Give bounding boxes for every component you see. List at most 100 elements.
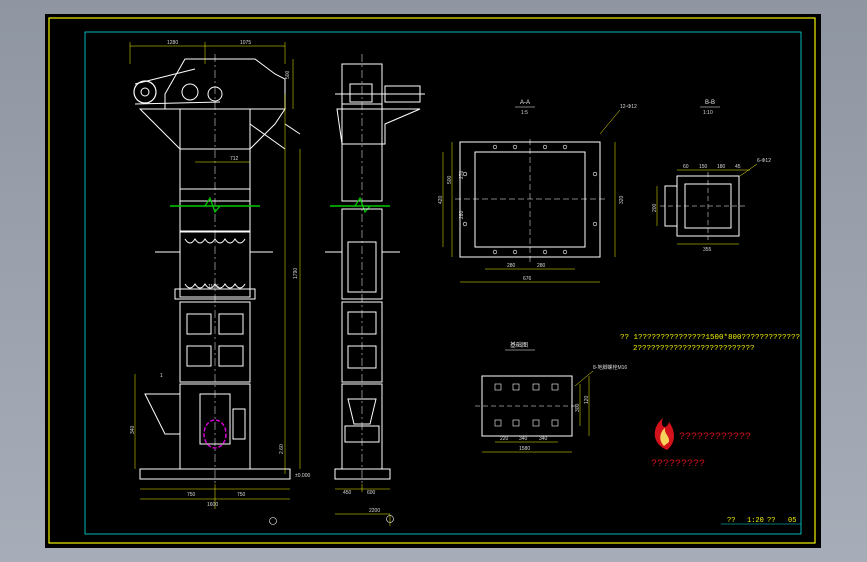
foundation-d3: 340	[539, 436, 548, 442]
dim-mid-width: 1196	[208, 284, 219, 290]
dim-top-right: 1075	[240, 40, 251, 46]
section-a-d7: 280	[537, 263, 546, 269]
section-a-d1: 420	[438, 195, 444, 204]
foundation-plan: 基础图 8-地脚螺栓M16 220 340 340 1580 300 120	[475, 341, 627, 453]
casing-lower	[179, 301, 251, 383]
section-b: B-B 1:10 6-Φ12 60 150 180 45 200 355	[652, 100, 771, 253]
section-a-note: 12-Φ12	[620, 104, 637, 110]
side-motor	[384, 85, 421, 103]
side-dim-left: 450	[343, 490, 352, 496]
side-dim-total: 2200	[369, 508, 380, 514]
side-panel-2	[347, 345, 377, 369]
boot-window	[199, 393, 231, 445]
foundation-anchors	[494, 383, 559, 427]
section-a-title: A-A	[520, 100, 530, 106]
section-b-title: B-B	[705, 100, 715, 106]
section-b-d4: 45	[735, 164, 741, 170]
side-break-symbol	[354, 196, 371, 214]
casing-middle	[179, 231, 251, 298]
dim-side-mid: 2.60	[279, 444, 285, 454]
foundation-d2: 340	[519, 436, 528, 442]
panel-2	[218, 313, 244, 335]
title-block-c: ??	[767, 517, 775, 525]
boot-door	[232, 408, 246, 440]
brand-logo: ???????????? ?????????	[651, 418, 751, 470]
drive-link-2	[134, 101, 221, 105]
title-block-a: ??	[727, 517, 735, 525]
foundation-note: 8-地脚螺栓M16	[593, 364, 627, 371]
side-elevation: 450 600 2200	[325, 54, 425, 526]
discharge-chute-2	[284, 123, 301, 135]
dim-height-total: 1790	[293, 268, 299, 279]
section-b-scale: 1:10	[703, 110, 713, 116]
bucket-row-bottom	[184, 283, 246, 289]
dim-bottom-left: 750	[187, 492, 196, 498]
inner-frame	[84, 31, 802, 535]
side-bucket-frame	[347, 241, 377, 293]
panel-3	[186, 345, 212, 367]
section-a-d4: 280	[459, 210, 465, 219]
title-block-d: 05	[788, 517, 796, 525]
section-a-d5: 320	[619, 195, 625, 204]
section-a-d6: 280	[507, 263, 516, 269]
middle-flange	[174, 288, 256, 300]
boot-pulley-highlight	[203, 419, 227, 449]
dim-right-short: 500	[285, 70, 291, 79]
break-symbol	[204, 196, 221, 214]
section-a-dimensions	[442, 142, 616, 283]
side-casing-middle	[341, 208, 383, 300]
section-b-note: 6-Φ12	[757, 158, 771, 164]
section-b-d3: 180	[717, 164, 726, 170]
section-a: A-A 1:5 12-Φ12 420 500 270 280 320 280 2…	[438, 100, 637, 283]
section-b-dimensions	[656, 169, 750, 245]
drive-pulley	[133, 80, 157, 104]
side-dimensions	[335, 484, 391, 526]
technical-notes: ?? 1???????????????1500*800?????????????…	[620, 334, 800, 353]
dim-inner-width: 712	[230, 156, 239, 162]
foundation-dimensions	[482, 376, 590, 453]
panel-1	[186, 313, 212, 335]
head-hopper	[138, 108, 286, 150]
section-a-bolts	[462, 144, 598, 255]
dim-elev-mark: ±0.000	[295, 473, 310, 479]
dim-bottom-total: 1600	[207, 502, 218, 508]
section-a-d2: 500	[447, 175, 453, 184]
section-b-d1: 60	[683, 164, 689, 170]
side-boot-bearing	[344, 425, 380, 443]
side-panel-1	[347, 311, 377, 335]
outer-frame	[48, 17, 816, 544]
base-plate	[139, 468, 291, 480]
side-dim-right: 600	[367, 490, 376, 496]
foundation-d5: 300	[575, 403, 581, 412]
axis-bubble	[269, 517, 277, 525]
drive-link	[134, 68, 196, 85]
logo-line-1: ????????????	[679, 432, 751, 443]
dim-side-low: 340	[130, 425, 136, 434]
inlet-hopper	[144, 393, 181, 435]
dim-top-left: 1280	[167, 40, 178, 46]
elevation-dimensions	[129, 42, 301, 509]
casing-section-1	[179, 200, 251, 232]
front-elevation: 1280 1075 500 712 1790 1196 750 750 1600…	[129, 40, 310, 525]
flame-icon-inner	[660, 428, 670, 446]
title-block: ?? 1:20 ?? 05	[727, 517, 796, 525]
section-a-leader	[599, 109, 621, 135]
drive-pulley-hub	[140, 87, 150, 97]
side-base	[334, 468, 391, 480]
dim-left-tag: 1	[160, 373, 163, 379]
foundation-d1: 220	[500, 436, 509, 442]
logo-line-2: ?????????	[651, 459, 705, 470]
section-b-d6: 355	[703, 247, 712, 253]
side-hopper	[336, 108, 421, 145]
dim-bottom-right: 750	[237, 492, 246, 498]
foundation-d4: 1580	[519, 446, 530, 452]
side-axis-bubble	[386, 515, 394, 523]
note-line-1: ?? 1???????????????1500*800?????????????	[620, 334, 800, 342]
foundation-d6: 120	[584, 395, 590, 404]
side-boot-hopper	[347, 398, 377, 425]
foundation-leader	[574, 370, 594, 387]
side-casing-lower	[341, 301, 383, 383]
drawing-canvas: 1280 1075 500 712 1790 1196 750 750 1600…	[45, 14, 821, 548]
head-cover	[164, 58, 286, 110]
section-b-d5: 200	[652, 203, 658, 212]
